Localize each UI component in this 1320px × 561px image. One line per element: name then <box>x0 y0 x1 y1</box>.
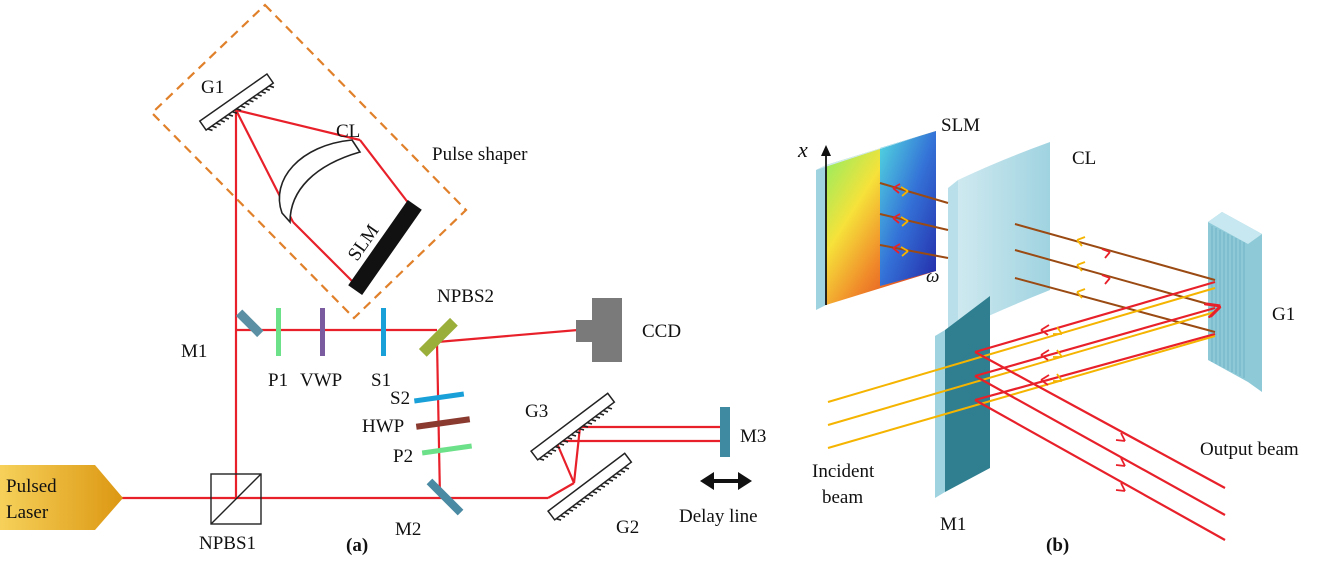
g3-grating <box>530 392 616 461</box>
cl-lens <box>278 139 362 225</box>
cl-label-b: CL <box>1072 148 1096 169</box>
g2-grating <box>547 452 633 521</box>
npbs1-label: NPBS1 <box>199 533 256 554</box>
slm-device <box>348 199 422 295</box>
ccd-camera <box>576 298 622 362</box>
incident-yellow-beams <box>827 287 1216 449</box>
g1-grating <box>198 72 275 132</box>
s1-shutter <box>381 308 386 356</box>
m3-label: M3 <box>740 426 766 447</box>
laser-label-line1: Pulsed <box>6 476 57 497</box>
incident-label-line2: beam <box>822 487 863 508</box>
g1-grating-block <box>1208 212 1262 392</box>
g1-label-a: G1 <box>201 77 224 98</box>
m1-mirror <box>235 309 264 338</box>
panel-a-caption: (a) <box>346 535 368 556</box>
p1-label: P1 <box>268 370 288 391</box>
panel-b: x ω SLM CL G1 M1 <box>797 115 1299 556</box>
output-beam-arrows <box>1040 324 1126 492</box>
g1-label-b: G1 <box>1272 304 1295 325</box>
s2-label: S2 <box>390 388 410 409</box>
p2-polarizer <box>421 443 473 456</box>
m2-mirror <box>426 478 464 516</box>
output-red-beams <box>974 280 1226 541</box>
beam-paths <box>120 108 725 500</box>
m1-mirror-block <box>935 296 990 498</box>
ccd-label: CCD <box>642 321 681 342</box>
npbs2-label: NPBS2 <box>437 286 494 307</box>
p2-label: P2 <box>393 446 413 467</box>
hwp-plate <box>415 416 471 430</box>
hwp-label: HWP <box>362 416 404 437</box>
vwp-label: VWP <box>300 370 342 391</box>
m1-label-b: M1 <box>940 514 966 535</box>
x-axis-label: x <box>797 137 808 162</box>
brown-beam-arrows <box>892 183 1111 299</box>
m1-label: M1 <box>181 341 207 362</box>
slm-block <box>816 131 936 310</box>
cl-lens-block <box>948 142 1050 338</box>
incident-label-line1: Incident <box>812 461 875 482</box>
npbs1-cube <box>210 473 262 525</box>
pulsed-laser-source <box>0 465 123 530</box>
m3-mirror <box>720 407 730 457</box>
g3-label: G3 <box>525 401 548 422</box>
omega-axis-label: ω <box>926 266 939 287</box>
laser-label-line2: Laser <box>6 502 49 523</box>
cl-label-a: CL <box>336 121 360 142</box>
pulse-shaper-box <box>150 3 468 320</box>
slm-label-b: SLM <box>941 115 980 136</box>
vwp-plate <box>320 308 325 356</box>
npbs2-splitter <box>418 317 458 357</box>
g2-label: G2 <box>616 517 639 538</box>
panel-a: Pulsed Laser NPBS1 M1 P1 VWP S1 NPBS2 CC… <box>0 3 766 556</box>
x-axis-arrowhead <box>821 145 831 156</box>
delay-line-arrow-icon <box>700 472 752 490</box>
pulse-shaper-label: Pulse shaper <box>432 144 528 165</box>
brown-beams <box>879 182 1216 333</box>
output-beam-label: Output beam <box>1200 439 1299 460</box>
m2-label: M2 <box>395 519 421 540</box>
s1-label: S1 <box>371 370 391 391</box>
p1-polarizer <box>276 308 281 356</box>
delay-line-label: Delay line <box>679 506 758 527</box>
panel-b-caption: (b) <box>1046 535 1069 556</box>
incident-beam-arrows <box>1053 326 1063 382</box>
s2-shutter <box>413 391 465 404</box>
